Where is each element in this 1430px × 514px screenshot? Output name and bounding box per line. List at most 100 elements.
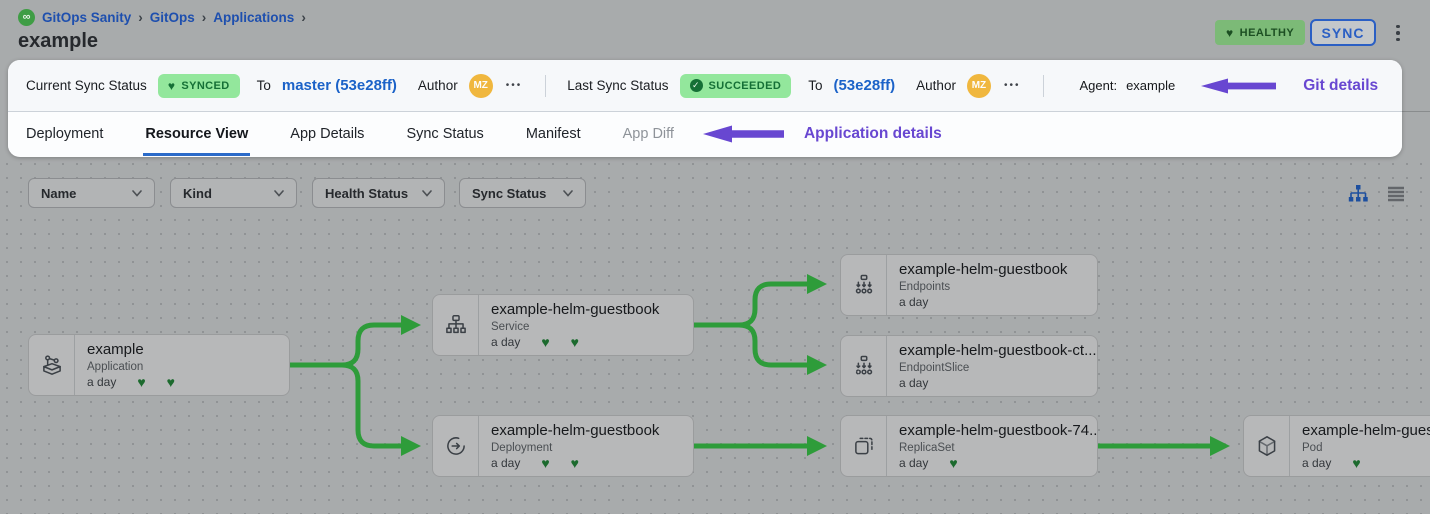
healthy-heart-icon: ♥: [1352, 455, 1361, 471]
node-title: example-helm-guestbook-ct...: [899, 342, 1097, 359]
git-details-arrow-icon: [1201, 78, 1277, 93]
sync-button[interactable]: SYNC: [1310, 19, 1376, 46]
node-age: a day: [899, 295, 929, 309]
succeeded-status-text: SUCCEEDED: [708, 79, 782, 92]
filter-label: Health Status: [325, 185, 409, 201]
filter-name-dropdown[interactable]: Name: [28, 178, 155, 208]
divider: [545, 74, 547, 97]
node-meta: a day: [899, 376, 1087, 390]
application-panel: Current Sync Status ♥ SYNCED To master (…: [8, 60, 1402, 157]
heart-icon: ♥: [1226, 25, 1234, 40]
edge-example-deployment: [290, 362, 421, 456]
node-kind: Service: [491, 320, 530, 333]
author-avatar: MZ: [966, 73, 991, 98]
node-meta: a day: [899, 295, 1067, 309]
filter-label: Kind: [183, 185, 212, 201]
endpoints-icon: [841, 255, 887, 315]
health-status-badge: ♥ HEALTHY: [1215, 20, 1306, 45]
resource-node-replicaset[interactable]: example-helm-guestbook-74... ReplicaSet …: [840, 415, 1098, 477]
node-age: a day: [87, 375, 117, 389]
heart-icon: ♥: [167, 78, 176, 93]
breadcrumb-separator: ›: [201, 10, 207, 25]
current-sync-status-label: Current Sync Status: [26, 78, 147, 93]
breadcrumb-link-applications[interactable]: Applications: [213, 10, 295, 25]
application-icon: [29, 335, 75, 395]
gitops-logo-icon: ∞: [18, 9, 35, 26]
node-title: example: [87, 341, 144, 358]
tab-deployment[interactable]: Deployment: [26, 126, 104, 142]
node-age: a day: [899, 376, 929, 390]
resource-node-pod[interactable]: example-helm-guest Pod a day ♥: [1243, 415, 1430, 477]
filter-sync-status-dropdown[interactable]: Sync Status: [459, 178, 586, 208]
view-toggles: [1346, 182, 1408, 206]
node-meta: a day ♥♥: [491, 456, 659, 470]
node-kind: EndpointSlice: [899, 361, 970, 374]
healthy-heart-icon: ♥: [949, 455, 958, 471]
healthy-heart-icon: ♥: [541, 455, 550, 471]
author-label: Author: [916, 78, 956, 93]
node-kind: ReplicaSet: [899, 441, 955, 454]
node-age: a day: [491, 335, 521, 349]
list-view-icon[interactable]: [1384, 182, 1408, 206]
breadcrumb-link-gitops[interactable]: GitOps: [149, 10, 195, 25]
resource-node-service[interactable]: example-helm-guestbook Service a day ♥♥: [432, 294, 694, 356]
last-sync-status-label: Last Sync Status: [567, 78, 669, 93]
tab-sync-status[interactable]: Sync Status: [406, 126, 484, 142]
breadcrumb-separator: ›: [138, 10, 143, 25]
current-revision-link[interactable]: master (53e28ff): [281, 77, 397, 94]
deployment-icon: [433, 416, 479, 476]
kebab-menu-icon[interactable]: [1391, 21, 1405, 45]
healthy-heart-icon: ♥: [166, 374, 175, 390]
resource-node-application[interactable]: example Application a day ♥♥: [28, 334, 290, 396]
node-title: example-helm-guestbook-74...: [899, 422, 1097, 439]
healthy-heart-icon: ♥: [570, 334, 579, 350]
node-meta: a day ♥♥: [87, 375, 175, 389]
tab-manifest[interactable]: Manifest: [525, 126, 581, 142]
tree-view-icon[interactable]: [1346, 182, 1370, 206]
git-details-annotation: Git details: [1303, 76, 1379, 94]
filter-label: Name: [41, 185, 77, 201]
node-kind: Application: [87, 360, 144, 373]
chevron-down-icon: [274, 189, 284, 197]
node-kind: Deployment: [491, 441, 553, 454]
tab-resource-view[interactable]: Resource View: [143, 112, 251, 156]
breadcrumb-link-gitops-sanity[interactable]: GitOps Sanity: [42, 10, 132, 25]
tab-app-diff[interactable]: App Diff: [622, 126, 674, 142]
resource-node-endpointslice[interactable]: example-helm-guestbook-ct... EndpointSli…: [840, 335, 1098, 397]
more-options-icon[interactable]: •••: [505, 80, 523, 91]
edge-service-endpointslice: [694, 322, 827, 375]
agent-info: Agent: example: [1079, 78, 1175, 93]
resource-node-deployment[interactable]: example-helm-guestbook Deployment a day …: [432, 415, 694, 477]
last-revision-link[interactable]: (53e28ff): [833, 77, 896, 94]
application-details-arrow-icon: [702, 125, 784, 143]
application-details-annotation: Application details: [803, 125, 942, 142]
filter-kind-dropdown[interactable]: Kind: [170, 178, 297, 208]
author-avatar: MZ: [468, 73, 493, 98]
node-kind: Endpoints: [899, 280, 951, 293]
more-options-icon[interactable]: •••: [1003, 80, 1021, 91]
node-age: a day: [1302, 456, 1332, 470]
node-meta: a day ♥: [899, 456, 1087, 470]
breadcrumb: ∞ GitOps Sanity › GitOps › Applications …: [18, 9, 306, 26]
node-meta: a day ♥♥: [491, 335, 659, 349]
succeeded-status-badge: ✓ SUCCEEDED: [679, 73, 792, 98]
agent-label: Agent:: [1079, 78, 1118, 93]
breadcrumb-separator: ›: [301, 10, 306, 25]
replicaset-icon: [841, 416, 887, 476]
top-header: ∞ GitOps Sanity › GitOps › Applications …: [0, 0, 1430, 60]
tabs-bar: Deployment Resource View App Details Syn…: [8, 112, 1402, 156]
to-label: To: [256, 78, 271, 93]
resource-node-endpoints[interactable]: example-helm-guestbook Endpoints a day: [840, 254, 1098, 316]
node-title: example-helm-guestbook: [899, 261, 1068, 278]
check-circle-icon: ✓: [689, 79, 703, 92]
healthy-heart-icon: ♥: [570, 455, 579, 471]
divider: [1043, 74, 1045, 97]
filter-health-status-dropdown[interactable]: Health Status: [312, 178, 445, 208]
node-title: example-helm-guest: [1302, 422, 1430, 439]
to-label: To: [808, 78, 823, 93]
page-title: example: [18, 30, 99, 52]
tab-app-details[interactable]: App Details: [290, 126, 365, 142]
node-title: example-helm-guestbook: [491, 301, 660, 318]
graph-edges: [290, 274, 1230, 456]
node-kind: Pod: [1302, 441, 1323, 454]
